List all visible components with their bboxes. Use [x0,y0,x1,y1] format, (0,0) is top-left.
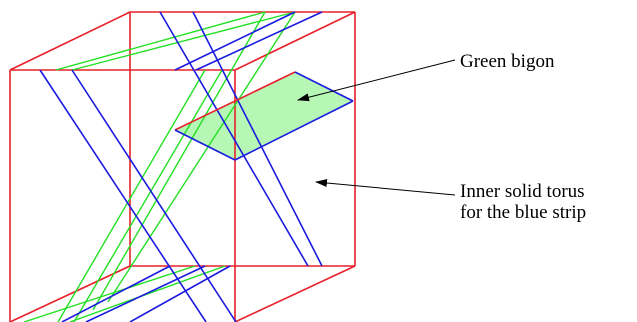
bigon-arrow [297,59,456,102]
green-bigon-region [175,72,353,160]
inner-torus-label-line1: Inner solid torus [460,181,585,202]
green-strip [23,11,296,322]
green-bigon-label: Green bigon [460,51,555,72]
torus-arrow [315,179,456,196]
blue-strip [39,11,323,322]
cube-connecting-edges [9,11,356,322]
inner-torus-label-line2: for the blue strip [460,202,586,223]
green-bigon-outline [174,71,354,161]
